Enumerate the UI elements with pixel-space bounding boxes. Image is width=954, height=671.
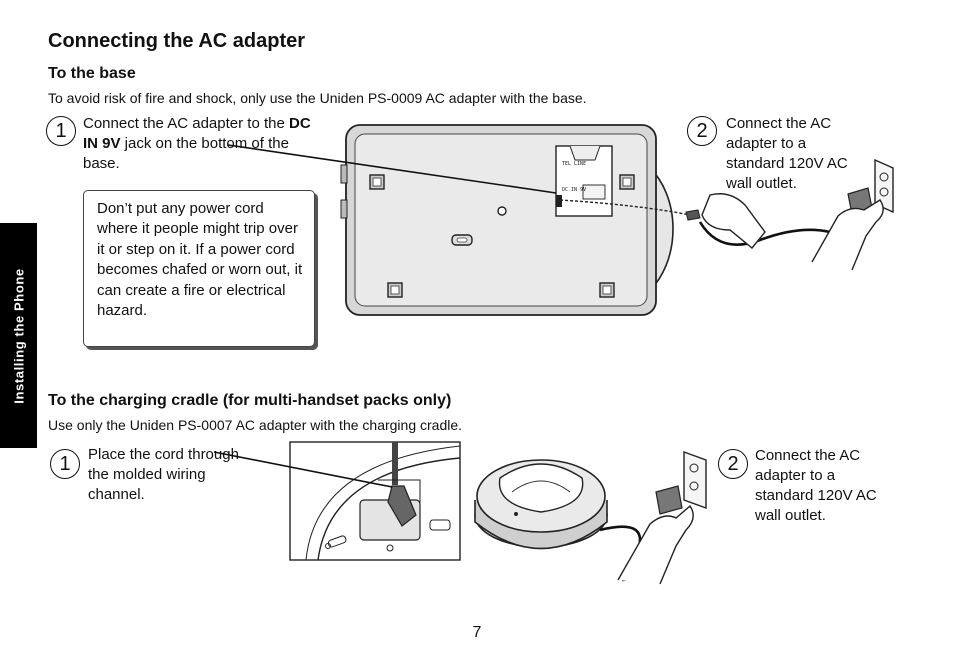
side-tab: Installing the Phone [0, 223, 37, 448]
cradle-step2-number: 2 [718, 449, 748, 479]
warning-box: Don’t put any power cord where it people… [83, 190, 315, 347]
cradle-step2-text: Connect the AC adapter to a standard 120… [755, 447, 877, 524]
base-step1-jack-name: DC IN 9V [83, 115, 311, 152]
base-step1-text-before: Connect the AC adapter to the [83, 115, 289, 132]
cradle-step1-text: Place the cord through the molded wiring… [88, 446, 239, 503]
page-number: 7 [472, 624, 482, 641]
dc-in-label: DC IN 9V [562, 187, 587, 193]
base-section-intro: To avoid risk of fire and shock, only us… [48, 90, 587, 106]
cradle-section-heading: To the charging cradle (for multi-handse… [48, 392, 452, 409]
page-title: Connecting the AC adapter [48, 30, 306, 52]
base-section-heading: To the base [48, 65, 136, 82]
base-step1-number: 1 [46, 116, 76, 146]
base-step2-number: 2 [687, 116, 717, 146]
base-step2-text: Connect the AC adapter to a standard 120… [726, 115, 848, 192]
tel-line-label: TEL LINE [562, 161, 587, 167]
cradle-step1-number: 1 [50, 449, 80, 479]
cradle-section-intro: Use only the Uniden PS-0007 AC adapter w… [48, 417, 463, 433]
